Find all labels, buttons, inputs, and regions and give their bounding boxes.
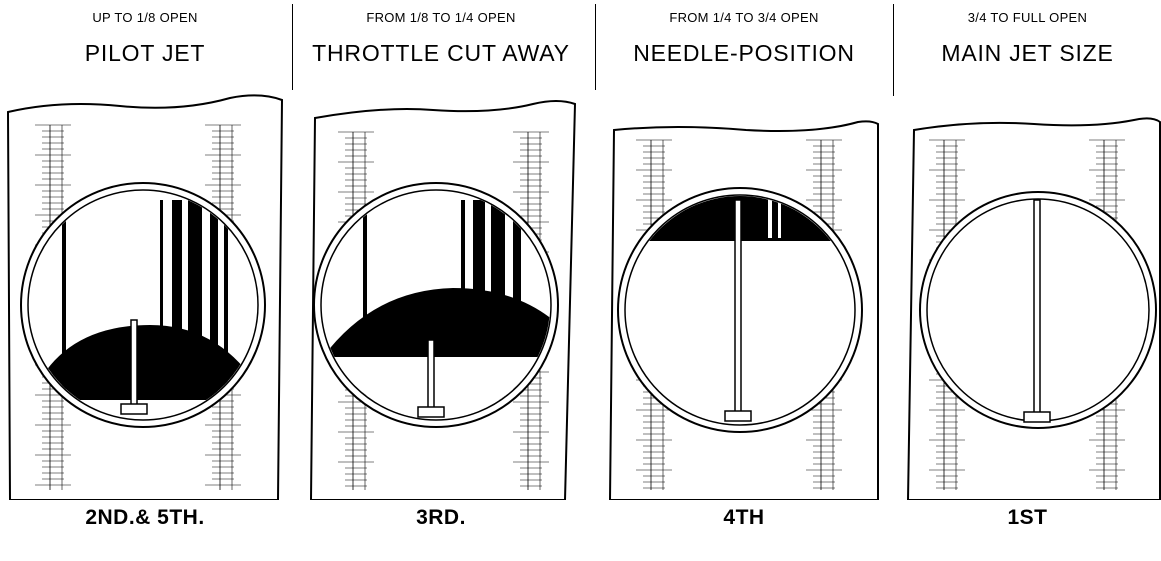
carburetor-bore-illustration [0, 0, 290, 500]
panel-pilot-jet: UP TO 1/8 OPEN PILOT JET [0, 0, 290, 561]
carburetor-bore-illustration [596, 0, 892, 500]
panel-main-jet-size: 3/4 TO FULL OPEN MAIN JET SIZE 1ST [894, 0, 1161, 561]
panel-throttle-cutaway: FROM 1/8 TO 1/4 OPEN THROTTLE CUT AWAY [293, 0, 589, 561]
panel-needle-position: FROM 1/4 TO 3/4 OPEN NEEDLE-POSITION 4TH [596, 0, 892, 561]
tuning-order: 4TH [596, 506, 892, 530]
tuning-order: 2ND.& 5TH. [0, 506, 290, 530]
tuning-order: 1ST [894, 506, 1161, 530]
carburetor-bore-illustration [894, 0, 1161, 500]
tuning-order: 3RD. [293, 506, 589, 530]
carburetor-bore-illustration [293, 0, 589, 500]
